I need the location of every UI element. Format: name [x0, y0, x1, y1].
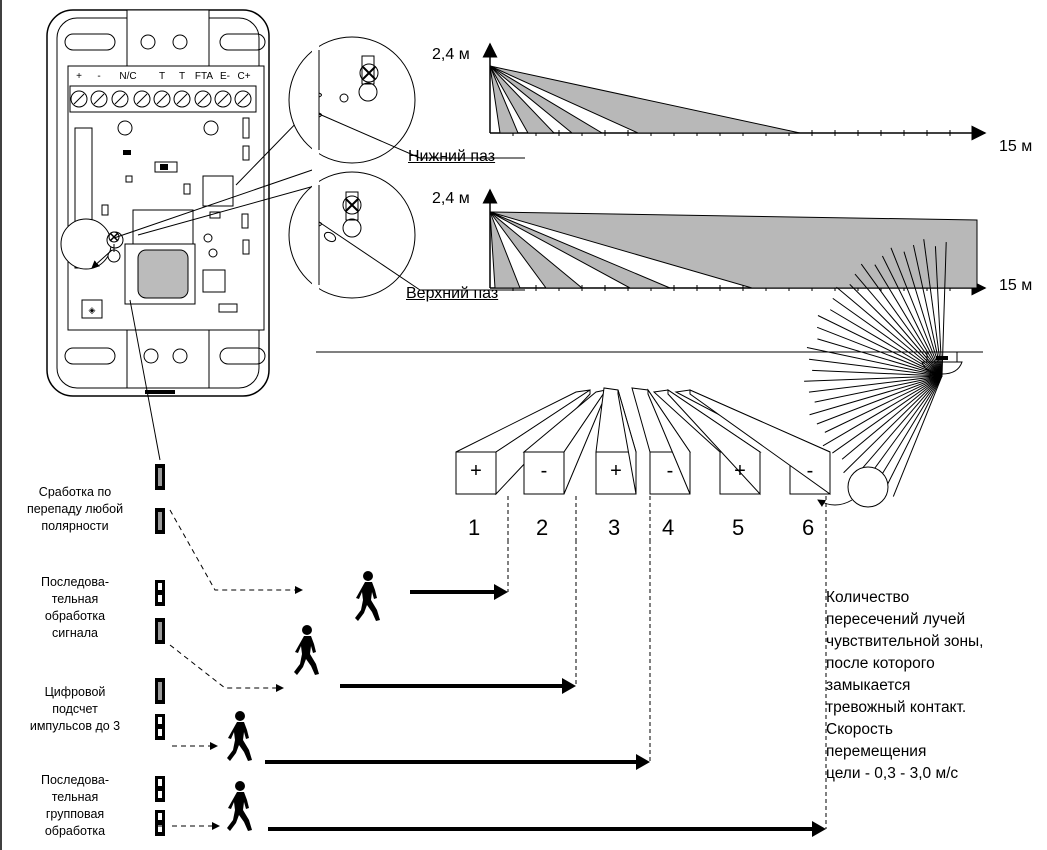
terminal-label: + — [76, 71, 82, 82]
zoom-upper-slot — [288, 165, 421, 305]
beam-sign: + — [610, 460, 622, 482]
terminal-label: E- — [220, 71, 230, 82]
beam-sign: + — [734, 460, 746, 482]
upper-height-label: 2,4 м — [432, 190, 470, 207]
circuit-board: ◈ — [60, 65, 265, 331]
lower-height-label: 2,4 м — [432, 46, 470, 63]
beam-number: 1 — [468, 515, 481, 540]
walking-person-icon — [355, 571, 380, 621]
mode-label: Цифровой подсчет импульсов до 3 — [29, 685, 121, 733]
upper-slot-label: Верхний паз — [406, 285, 499, 302]
mode-label: Сработка по перепаду любой полярности — [26, 485, 124, 533]
terminal-label: C+ — [237, 71, 251, 82]
svg-text:◈: ◈ — [89, 305, 96, 315]
beam-number: 5 — [732, 515, 745, 540]
walking-person-icon — [227, 711, 252, 761]
upper-range-label: 15 м — [999, 277, 1033, 294]
lower-range-label: 15 м — [999, 138, 1033, 155]
terminal-label: FTA — [194, 71, 214, 82]
terminal-label: T — [178, 71, 186, 82]
mode-label: Последова- тельная групповая обработка — [40, 773, 110, 838]
beam-number: 2 — [536, 515, 549, 540]
mode-label: Последова- тельная обработка сигнала — [40, 575, 110, 640]
mode-arrows — [169, 509, 827, 837]
terminal-label: - — [97, 71, 101, 82]
zoom-lower-slot — [288, 30, 421, 170]
lower-slot-label: Нижний паз — [408, 148, 496, 165]
pointer-line-zoom — [113, 167, 319, 239]
beam-sections — [455, 387, 831, 540]
pattern-lower — [482, 42, 987, 141]
beam-number: 6 — [802, 515, 815, 540]
pattern-upper — [482, 188, 987, 296]
beam-number: 4 — [662, 515, 675, 540]
jumper-chips — [155, 464, 165, 836]
terminal-label: N/C — [119, 71, 137, 82]
beam-sign: - — [666, 460, 674, 482]
beam-sign: - — [806, 460, 814, 482]
beam-sign: + — [470, 460, 482, 482]
walking-person-icon — [294, 625, 319, 675]
walking-person-icon — [227, 781, 252, 831]
beam-number: 3 — [608, 515, 621, 540]
beam-sign: - — [540, 460, 548, 482]
terminal-label: T — [158, 71, 166, 82]
crossing-note: Количество пересечений лучей чувствитель… — [826, 589, 984, 782]
fan-zoom-circle — [847, 466, 889, 508]
